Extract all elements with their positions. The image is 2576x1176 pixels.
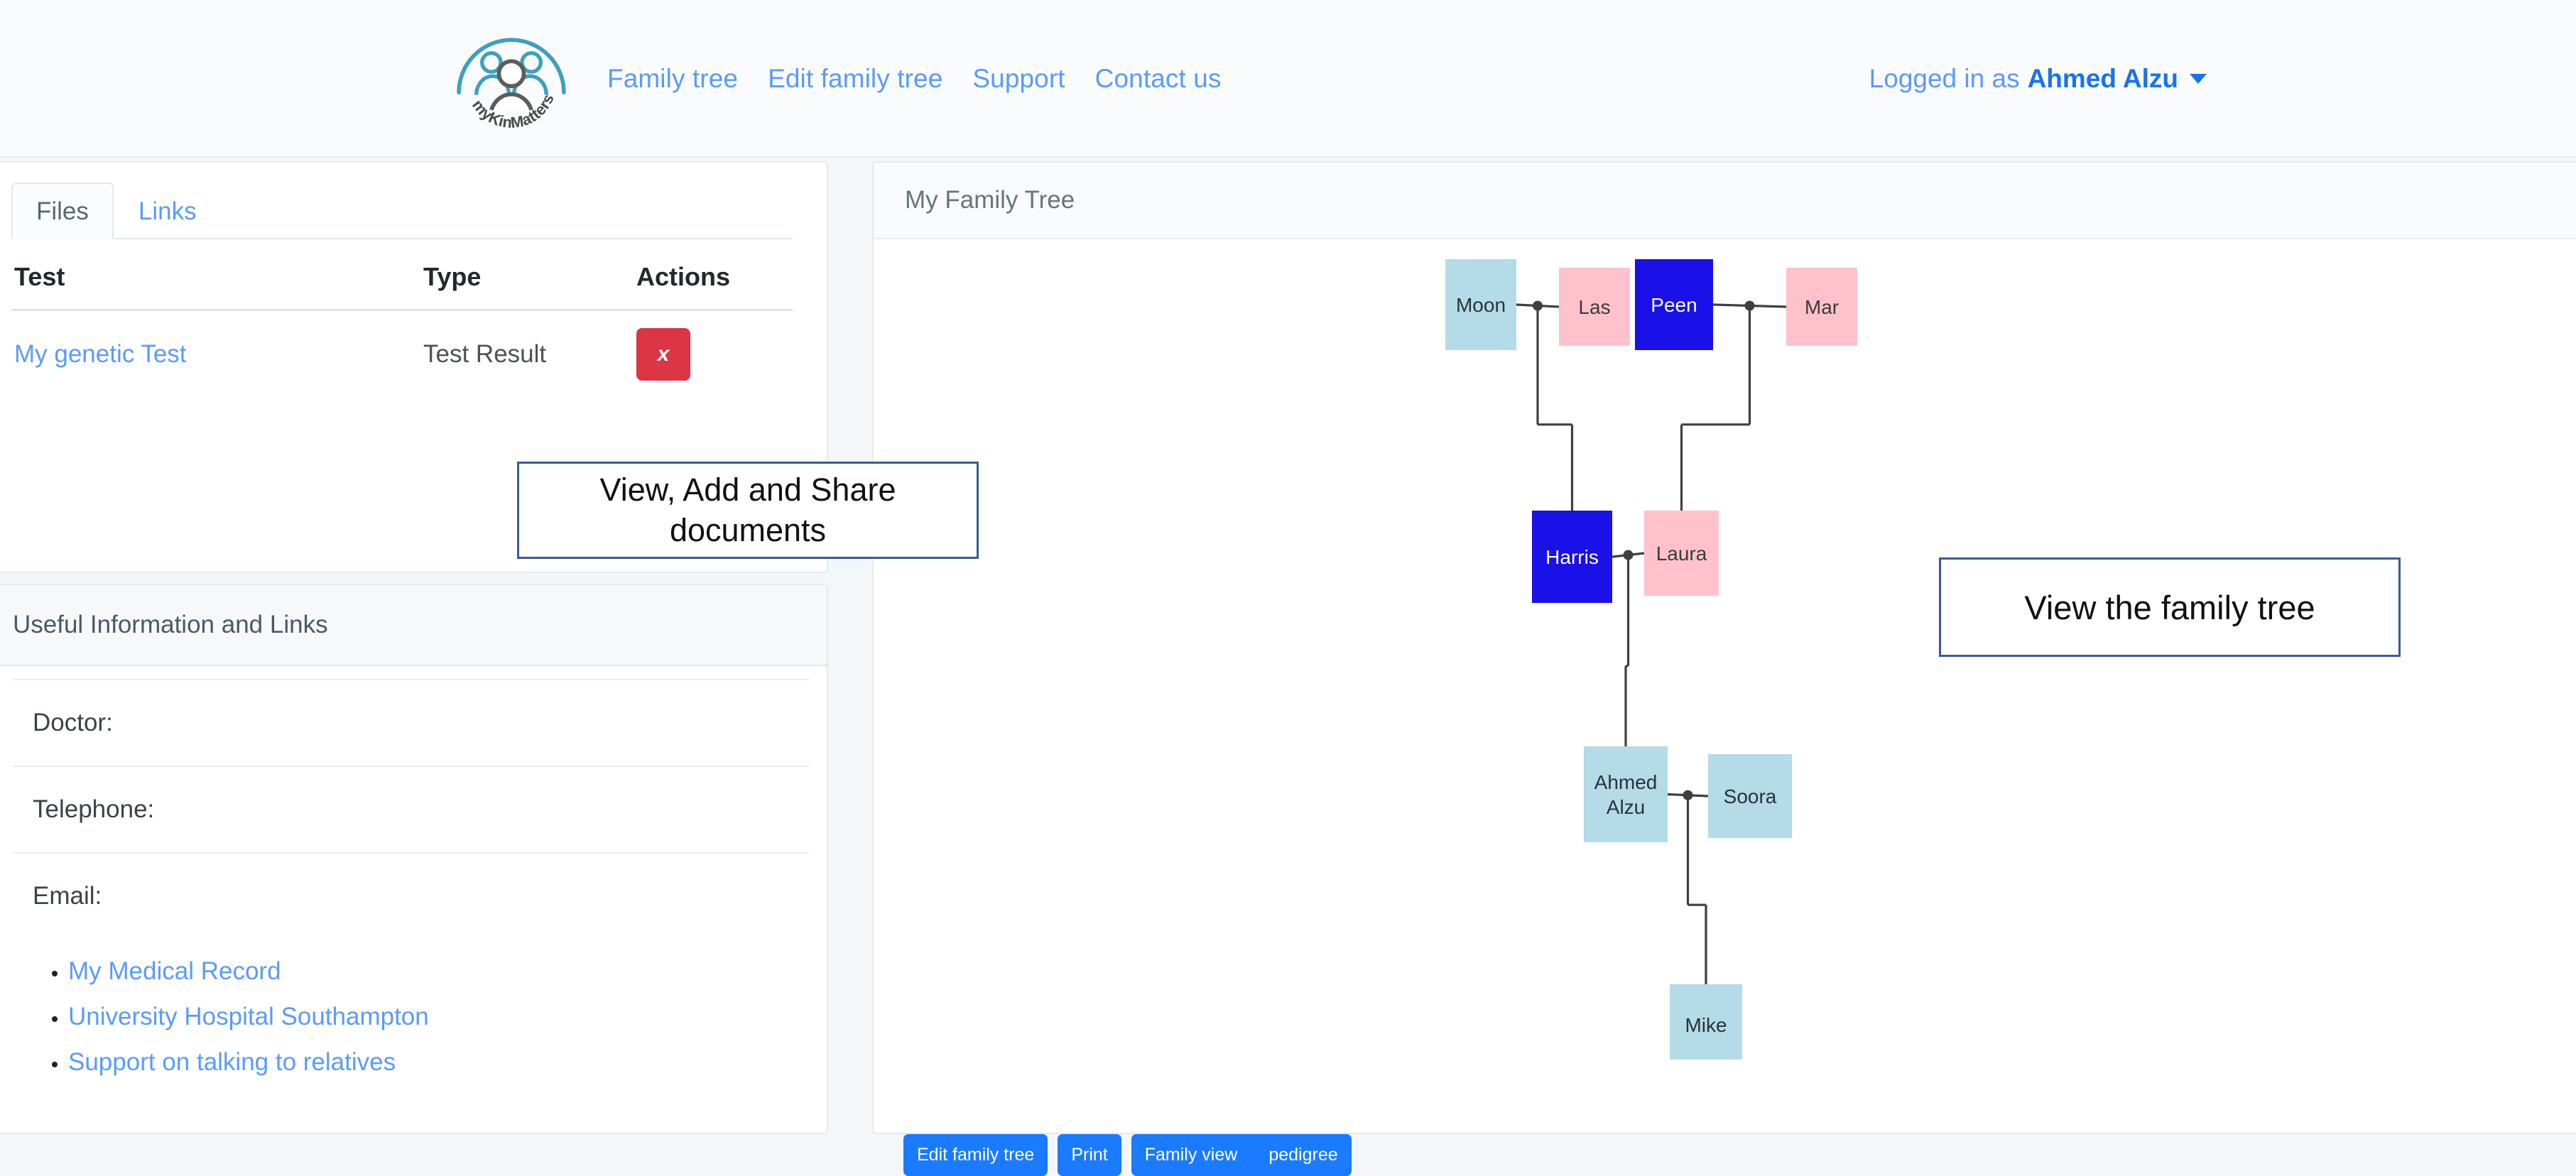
useful-information-card: Useful Information and Links Doctor: Tel… [0,584,828,1134]
edit-family-tree-button[interactable]: Edit family tree [903,1134,1048,1176]
link-university-hospital-southampton[interactable]: University Hospital Southampton [68,1003,429,1030]
print-button[interactable]: Print [1058,1134,1121,1176]
column-header-actions: Actions [636,245,793,311]
family-tree-title: My Family Tree [874,163,2576,239]
chevron-down-icon[interactable] [2190,74,2207,84]
pedigree-node-mike[interactable]: Mike [1670,984,1742,1060]
pedigree-node-peen[interactable]: Peen [1635,259,1713,350]
documents-tabs: Files Links [11,183,793,239]
nav-links: Family tree Edit family tree Support Con… [607,0,1222,158]
cell-actions: x [636,310,793,398]
tab-files[interactable]: Files [11,183,114,239]
pedigree-node-las[interactable]: Las [1559,268,1630,346]
documents-table: Test Type Actions My genetic Test Test R… [11,245,793,398]
useful-information-fields: Doctor: Telephone: Email: My Medical Rec… [0,666,827,1077]
brand-logo[interactable]: myKinMatters [447,9,575,136]
nav-link-contact-us[interactable]: Contact us [1094,64,1222,93]
callout-family-tree: View the family tree [1939,557,2401,657]
useful-information-header: Useful Information and Links [0,585,827,666]
view-mode-family[interactable]: Family view [1144,1145,1238,1165]
file-link-my-genetic-test[interactable]: My genetic Test [14,340,187,368]
callout-documents: View, Add and Share documents [517,462,979,559]
link-my-medical-record[interactable]: My Medical Record [68,957,281,985]
column-header-type: Type [423,245,636,311]
pedigree-node-harris[interactable]: Harris [1532,511,1612,603]
cell-test-name: My genetic Test [11,310,423,398]
view-mode-pedigree[interactable]: pedigree [1268,1145,1338,1165]
link-support-on-talking-to-relatives[interactable]: Support on talking to relatives [68,1048,396,1076]
table-row: My genetic Test Test Result x [11,310,793,398]
table-header-row: Test Type Actions [11,245,793,311]
list-item: Support on talking to relatives [68,1048,810,1077]
pedigree-connectors [1516,300,1787,984]
list-item: University Hospital Southampton [68,1003,810,1031]
logged-in-username: Ahmed Alzu [2027,64,2178,93]
info-field-telephone: Telephone: [13,766,810,852]
logged-in-label: Logged in as [1869,64,2020,93]
top-navbar: myKinMatters Family tree Edit family tre… [0,0,2576,158]
info-field-email: Email: [13,852,810,939]
tab-links[interactable]: Links [138,197,197,225]
nav-link-edit-family-tree[interactable]: Edit family tree [768,64,943,93]
left-column: Files Links Test Type Actions My genetic… [0,158,832,1176]
pedigree-node-laura[interactable]: Laura [1644,511,1719,596]
column-header-test: Test [11,245,423,311]
useful-links-list: My Medical Record University Hospital So… [68,957,810,1077]
info-field-doctor: Doctor: [13,679,810,766]
nav-link-support[interactable]: Support [972,64,1065,93]
family-circle-logo-icon: myKinMatters [457,38,566,131]
cell-test-type: Test Result [423,340,547,368]
nav-link-family-tree[interactable]: Family tree [607,64,739,93]
account-menu[interactable]: Logged in as Ahmed Alzu [1869,0,2207,158]
view-mode-toggle[interactable]: Family view pedigree [1131,1134,1352,1176]
pedigree-node-moon[interactable]: Moon [1445,259,1516,350]
delete-file-button[interactable]: x [636,328,690,381]
list-item: My Medical Record [68,957,810,986]
family-tree-toolbar: Edit family tree Print Family view pedig… [872,1134,2576,1176]
pedigree-node-mar[interactable]: Mar [1786,268,1857,346]
pedigree-node-soora[interactable]: Soora [1708,754,1792,838]
